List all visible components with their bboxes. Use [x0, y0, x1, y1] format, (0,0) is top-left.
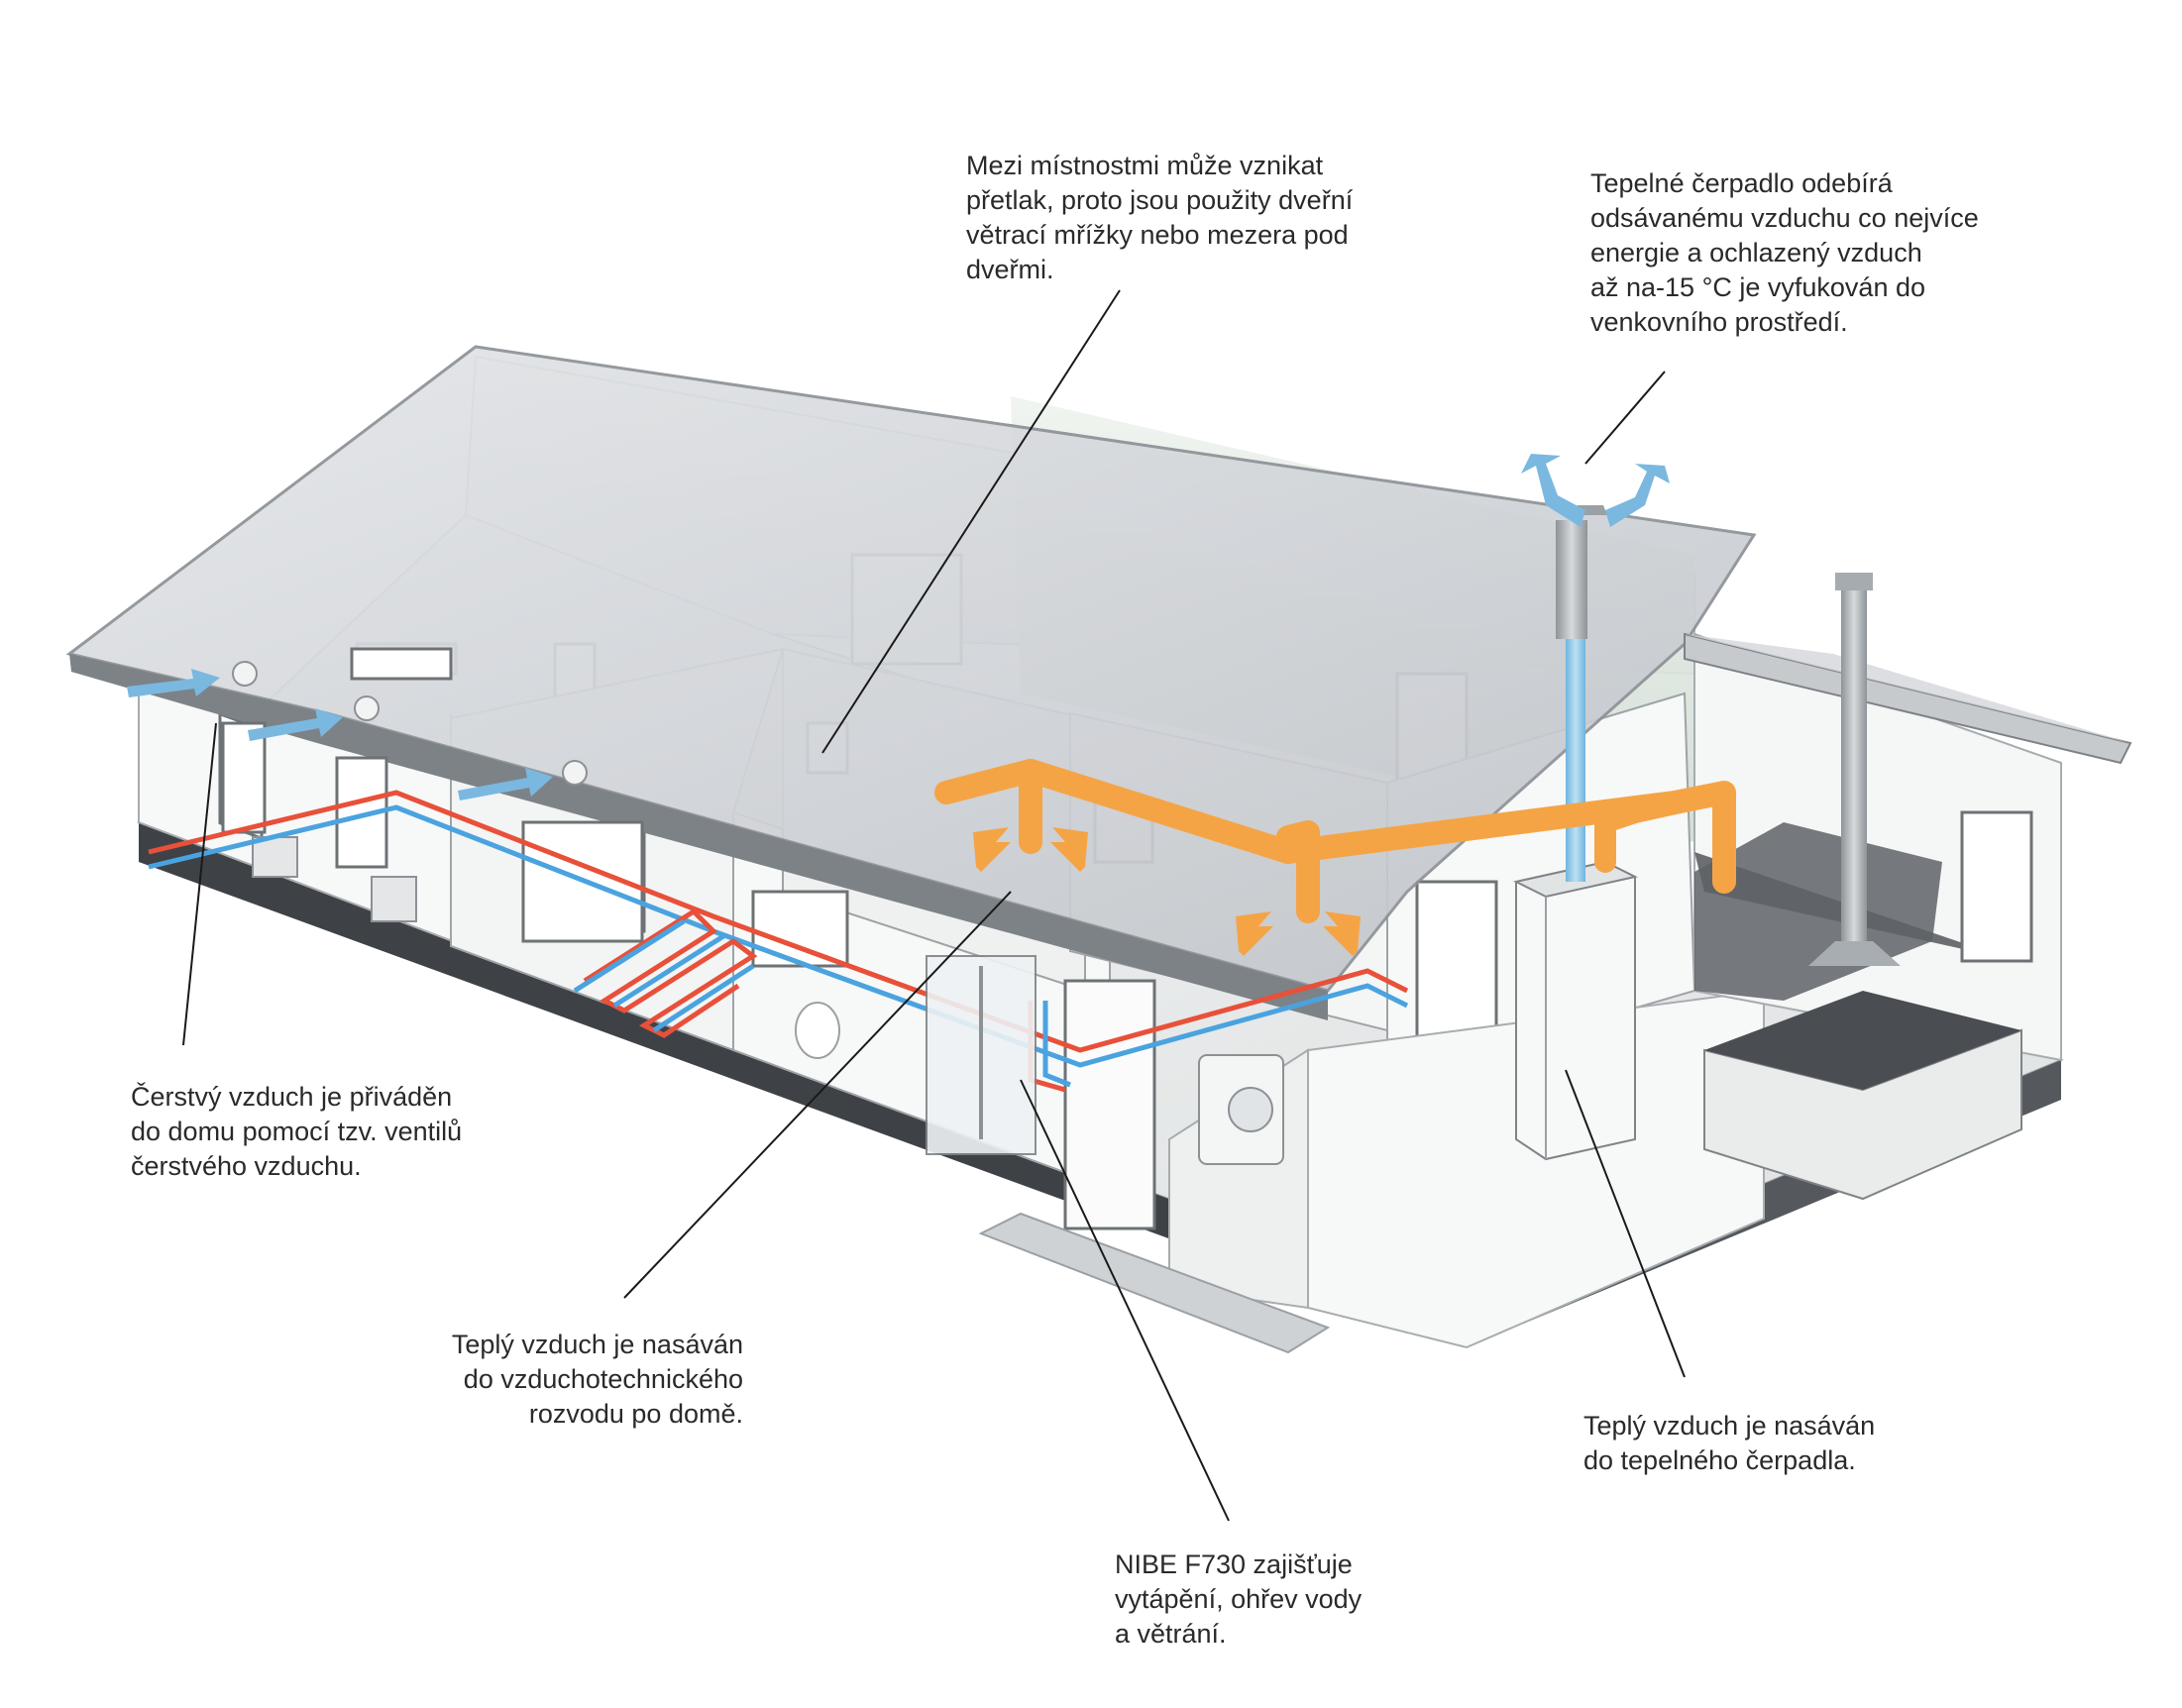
- callout-fresh-air: Čerstvý vzduch je přiváděn do domu pomoc…: [131, 1080, 462, 1184]
- callout-warm-air-pump: Teplý vzduch je nasáván do tepelného čer…: [1583, 1409, 1875, 1478]
- callout-line: až na-15 °C je vyfukován do: [1590, 272, 1925, 302]
- callout-line: přetlak, proto jsou použity dveřní: [966, 185, 1354, 215]
- leader-overpressure: [821, 289, 1121, 754]
- callout-line: Teplý vzduch je nasáván: [1583, 1411, 1876, 1441]
- air-ducts: [934, 759, 1736, 923]
- callout-exhaust: Tepelné čerpadlo odebírá odsávanému vzdu…: [1590, 166, 1979, 340]
- callout-line: dveřmi.: [966, 255, 1054, 284]
- kitchen-wing: [1693, 632, 2062, 1201]
- callout-nibe: NIBE F730 zajišťuje vytápění, ohřev vody…: [1115, 1548, 1362, 1652]
- callout-warm-air-ducts: Teplý vzduch je nasáván do vzduchotechni…: [426, 1328, 743, 1432]
- roof: [65, 345, 2132, 1020]
- callout-line: čerstvého vzduchu.: [131, 1151, 362, 1181]
- callout-line: NIBE F730 zajišťuje: [1115, 1549, 1353, 1579]
- exhaust-air-arrows: [1521, 454, 1670, 527]
- callout-line: Mezi místnostmi může vznikat: [966, 151, 1324, 180]
- leader-exhaust: [1584, 371, 1666, 465]
- callout-line: energie a ochlazený vzduch: [1590, 238, 1922, 267]
- callout-line: Teplý vzduch je nasáván: [451, 1330, 743, 1359]
- callout-line: Tepelné čerpadlo odebírá: [1590, 168, 1893, 198]
- radiators: [252, 836, 417, 922]
- heat-pump-unit: [1513, 860, 1638, 1161]
- kitchen-chimney: [1808, 573, 1901, 966]
- bathroom-fixtures: [795, 955, 1284, 1165]
- callout-line: do tepelného čerpadla.: [1583, 1445, 1856, 1475]
- callout-line: rozvodu po domě.: [528, 1399, 743, 1429]
- floor-heating-pipes: [148, 790, 1409, 1093]
- callout-line: do domu pomocí tzv. ventilů: [131, 1117, 463, 1146]
- fresh-air-valves: [232, 661, 588, 786]
- leader-nibe: [1020, 1079, 1230, 1522]
- callout-line: odsávanému vzduchu co nejvíce: [1590, 203, 1979, 233]
- callout-line: Čerstvý vzduch je přiváděn: [131, 1082, 453, 1112]
- callout-line: do vzduchotechnického: [463, 1364, 743, 1394]
- callout-overpressure: Mezi místnostmi může vznikat přetlak, pr…: [966, 149, 1353, 287]
- leader-warm-air-ducts: [623, 891, 1012, 1299]
- leader-lines: [182, 289, 1686, 1522]
- fresh-air-arrows: [127, 669, 553, 801]
- leader-fresh-air: [182, 722, 217, 1046]
- callout-line: vytápění, ohřev vody: [1115, 1584, 1363, 1614]
- leader-warm-air-pump: [1565, 1069, 1686, 1378]
- callout-line: venkovního prostředí.: [1590, 307, 1848, 337]
- callout-line: a větrání.: [1115, 1619, 1227, 1649]
- callout-line: větrací mřížky nebo mezera pod: [966, 220, 1349, 250]
- paving: [978, 1212, 1331, 1354]
- warm-air-arrows: [973, 827, 1361, 956]
